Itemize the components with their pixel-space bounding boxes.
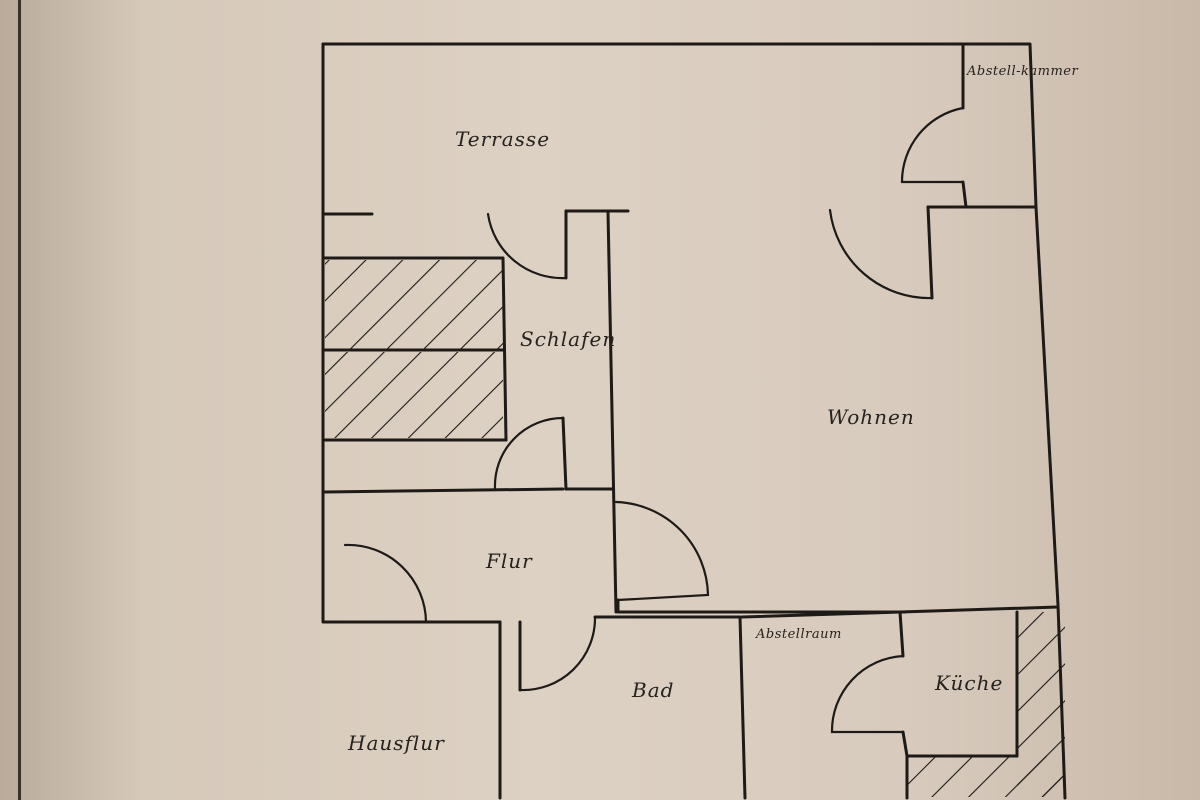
door-wohnen-terrasse	[828, 208, 934, 300]
door-hausflur	[343, 543, 428, 624]
doors	[343, 106, 965, 734]
paper-edge-line	[18, 0, 21, 800]
door-schlafen-terrasse	[486, 212, 568, 280]
door-abstellkammer	[900, 106, 965, 184]
door-bad	[518, 615, 597, 692]
room-label-schlafen: Schlafen	[520, 327, 616, 351]
room-label-kueche: Küche	[934, 671, 1003, 695]
room-label-wohnen: Wohnen	[827, 405, 915, 429]
room-label-hausflur: Hausflur	[347, 731, 445, 755]
room-label-abstellkammer: Abstell-kammer	[966, 64, 1078, 79]
wardrobe-hatch-lower	[325, 352, 503, 438]
kitchen-counter-hatch-bottom	[907, 756, 1065, 797]
room-label-bad: Bad	[631, 678, 674, 702]
door-schlafen-flur	[493, 416, 565, 491]
room-label-abstellraum: Abstellraum	[755, 627, 842, 642]
room-label-terrasse: Terrasse	[455, 127, 550, 151]
door-flur-wohnen	[614, 500, 710, 602]
wardrobe-hatch-upper	[325, 260, 503, 350]
door-kueche	[830, 654, 905, 734]
walls	[321, 42, 1067, 800]
room-label-flur: Flur	[485, 549, 533, 573]
